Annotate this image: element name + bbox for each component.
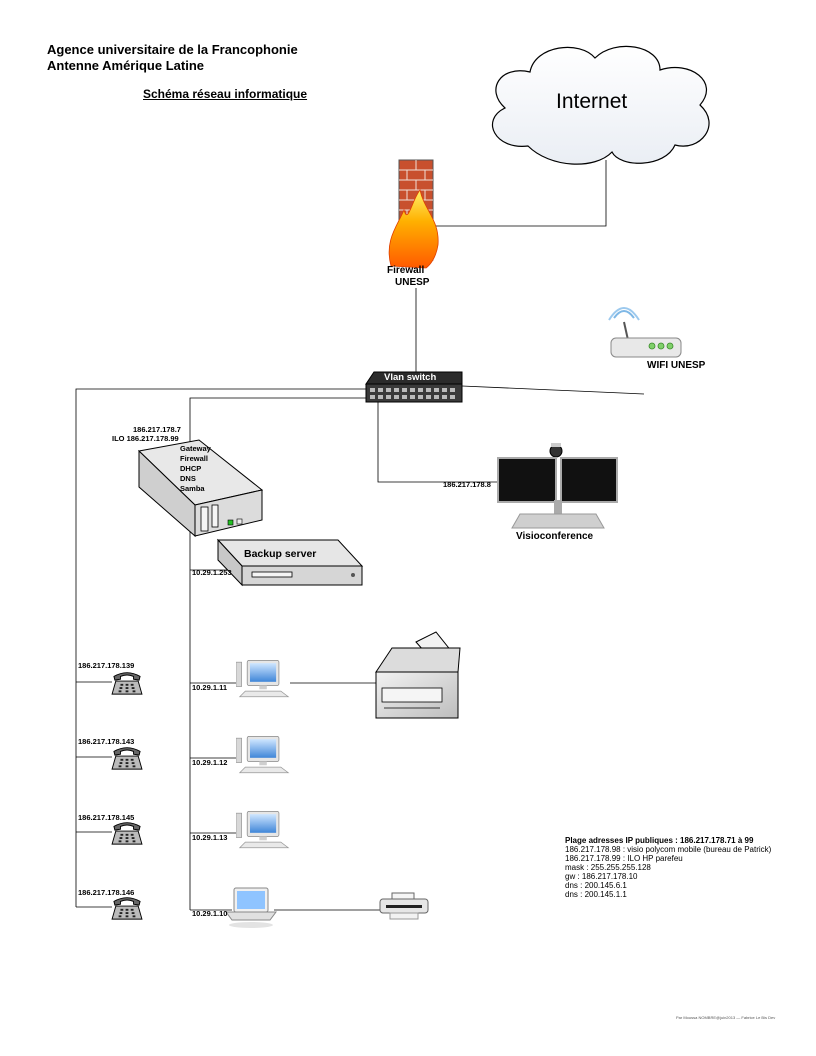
ip-range-heading: Plage adresses IP publiques : 186.217.17… [565, 836, 754, 845]
phone-icon [111, 822, 143, 845]
visio-label: Visioconference [516, 531, 594, 542]
phone-ip: 186.217.178.139 [78, 661, 135, 670]
ip-info-line: gw : 186.217.178.10 [565, 872, 638, 881]
server-role: Samba [180, 484, 205, 493]
visio-ip: 186.217.178.8 [443, 480, 491, 489]
internet-cloud-icon [492, 45, 710, 165]
phone-icon [111, 672, 143, 695]
phone-ip: 186.217.178.143 [78, 737, 135, 746]
computer-ip: 10.29.1.13 [192, 833, 228, 842]
phone-icon [111, 747, 143, 770]
wifi-router-icon [608, 307, 682, 358]
firewall-label: UNESP [395, 277, 430, 288]
desktop-computer-icon [236, 736, 289, 774]
server-role: Firewall [180, 454, 208, 463]
wifi-label: WIFI UNESP [647, 360, 706, 371]
ip-info-line: 186.217.178.99 : ILO HP parefeu [565, 854, 683, 863]
server-ilo-ip: ILO 186.217.178.99 [112, 434, 179, 443]
backup-label: Backup server [244, 548, 317, 560]
visioconference-icon [497, 443, 618, 529]
backup-ip: 10.29.1.253 [192, 568, 232, 577]
vlan-switch-icon [365, 371, 463, 403]
ip-info-line: dns : 200.145.6.1 [565, 881, 627, 890]
org-name: Agence universitaire de la Francophonie [47, 42, 298, 57]
computer-ip: 10.29.1.10 [192, 909, 228, 918]
server-roles: Gateway Firewall DHCP DNS Samba [180, 444, 211, 494]
backup-server-icon [216, 538, 364, 587]
server-role: DNS [180, 474, 196, 483]
ip-info-line: dns : 200.145.1.1 [565, 890, 627, 899]
desktop-computer-icon [236, 660, 289, 698]
laptop-icon [225, 887, 277, 928]
ip-info-line: 186.217.178.98 : visio polycom mobile (b… [565, 845, 772, 854]
server-role: Gateway [180, 444, 211, 453]
firewall-icon-text: Firewall [387, 265, 425, 276]
page-title: Schéma réseau informatique [143, 87, 308, 101]
main-server-icon [137, 439, 264, 538]
computer-ip: 10.29.1.12 [192, 758, 228, 767]
ip-info-block: Plage adresses IP publiques : 186.217.17… [565, 836, 771, 899]
inkjet-printer-icon [379, 892, 429, 920]
ip-info-line: mask : 255.255.255.128 [565, 863, 651, 872]
footer-credit: Par Moussa NOMBRE@juin2013 — Fabrice Le … [676, 1015, 776, 1020]
firewall-icon [388, 159, 439, 269]
laser-printer-icon [375, 631, 461, 719]
internet-label: Internet [556, 90, 628, 113]
switch-label: Vlan switch [384, 372, 437, 383]
phone-ip: 186.217.178.146 [78, 888, 135, 897]
desktop-computer-icon [236, 811, 289, 849]
phone-icon [111, 897, 143, 920]
org-branch: Antenne Amérique Latine [47, 58, 204, 73]
computer-ip: 10.29.1.11 [192, 683, 228, 692]
server-role: DHCP [180, 464, 202, 473]
phone-ip: 186.217.178.145 [78, 813, 135, 822]
server-ip: 186.217.178.7 [133, 425, 181, 434]
